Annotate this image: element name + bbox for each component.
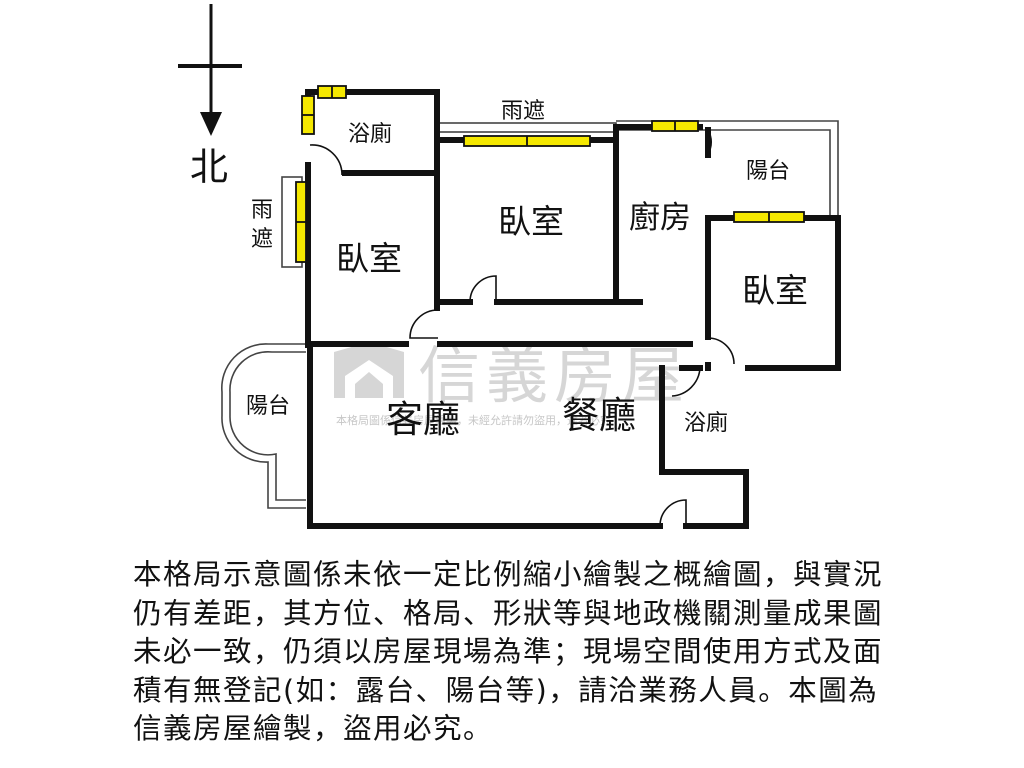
room-label-bath-east: 浴廁 xyxy=(684,411,728,436)
watermark: 信義房屋 本格局圖係信義房屋繪製，未經允許請勿盜用，違者必究 xyxy=(334,339,690,427)
door-swings xyxy=(309,129,735,527)
north-label: 北 xyxy=(190,145,228,189)
room-label-balcony-west: 陽台 xyxy=(246,394,290,419)
room-label-bath-top: 浴廁 xyxy=(348,122,392,147)
room-label-living-room: 客廳 xyxy=(386,398,460,441)
label-awning-west-1: 雨 xyxy=(251,198,273,223)
disclaimer-text: 本格局示意圖係未依一定比例縮小繪製之概繪圖，與實況仍有差距，其方位、格局、形狀等… xyxy=(133,558,884,745)
watermark-logo-icon xyxy=(334,342,404,398)
label-awning-west-2: 遮 xyxy=(251,227,273,252)
north-arrow-icon xyxy=(178,4,242,136)
room-label-bedroom-center: 臥室 xyxy=(498,202,564,241)
watermark-brand: 信義房屋 xyxy=(418,339,690,412)
walls xyxy=(305,89,841,529)
room-label-bedroom-east: 臥室 xyxy=(742,271,808,310)
room-label-kitchen: 廚房 xyxy=(629,200,691,236)
label-awning-north: 雨遮 xyxy=(501,99,545,124)
balcony-west-outline xyxy=(221,343,306,509)
watermark-notice: 本格局圖係信義房屋繪製，未經允許請勿盜用，違者必究 xyxy=(336,413,611,427)
windows xyxy=(295,85,805,263)
room-label-dining-room: 餐廳 xyxy=(562,394,636,437)
room-label-bedroom-west: 臥室 xyxy=(336,239,402,278)
floor-plan: 北 信義房屋 本格局圖係信義房屋繪製，未經允許請勿盜用，違者必究 xyxy=(178,4,841,529)
room-label-balcony-east: 陽台 xyxy=(746,159,790,184)
